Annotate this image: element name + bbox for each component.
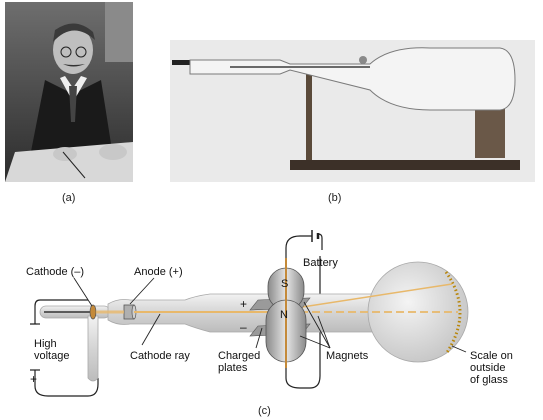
caption-a: (a) — [62, 192, 76, 204]
label-hv-plus: + — [30, 372, 37, 386]
label-scale-2: outside — [470, 362, 505, 374]
label-charged-plates-1: Charged — [218, 350, 260, 362]
label-scale-3: of glass — [470, 374, 508, 386]
label-cathode-ray: Cathode ray — [130, 350, 190, 362]
caption-c: (c) — [258, 405, 271, 417]
caption-b: (b) — [328, 192, 342, 204]
label-magnets: Magnets — [326, 350, 369, 362]
leader-lines — [73, 277, 467, 353]
label-high-voltage-1: High — [34, 338, 57, 350]
crt-diagram: Cathode (–) Anode (+) Battery High volta… — [0, 228, 543, 403]
label-battery: Battery — [303, 257, 338, 269]
label-plate-plus: + — [240, 297, 247, 311]
portrait-image — [5, 2, 133, 182]
label-plate-minus: – — [240, 320, 247, 334]
crt-diagram-svg: Cathode (–) Anode (+) Battery High volta… — [26, 230, 513, 397]
label-hv-minus: – — [30, 316, 37, 330]
high-voltage-terminals — [30, 323, 40, 371]
tube-photo-image — [170, 40, 535, 182]
battery-symbol — [311, 230, 320, 242]
tube-glass — [39, 261, 469, 382]
label-charged-plates-2: plates — [218, 362, 248, 374]
label-magnet-s: S — [281, 278, 288, 290]
label-anode: Anode (+) — [134, 266, 183, 278]
photo-portrait — [5, 2, 133, 182]
label-scale-1: Scale on — [470, 350, 513, 362]
photo-tube — [170, 40, 535, 182]
label-high-voltage-2: voltage — [34, 350, 69, 362]
label-magnet-n: N — [280, 309, 288, 321]
label-cathode: Cathode (–) — [26, 266, 84, 278]
